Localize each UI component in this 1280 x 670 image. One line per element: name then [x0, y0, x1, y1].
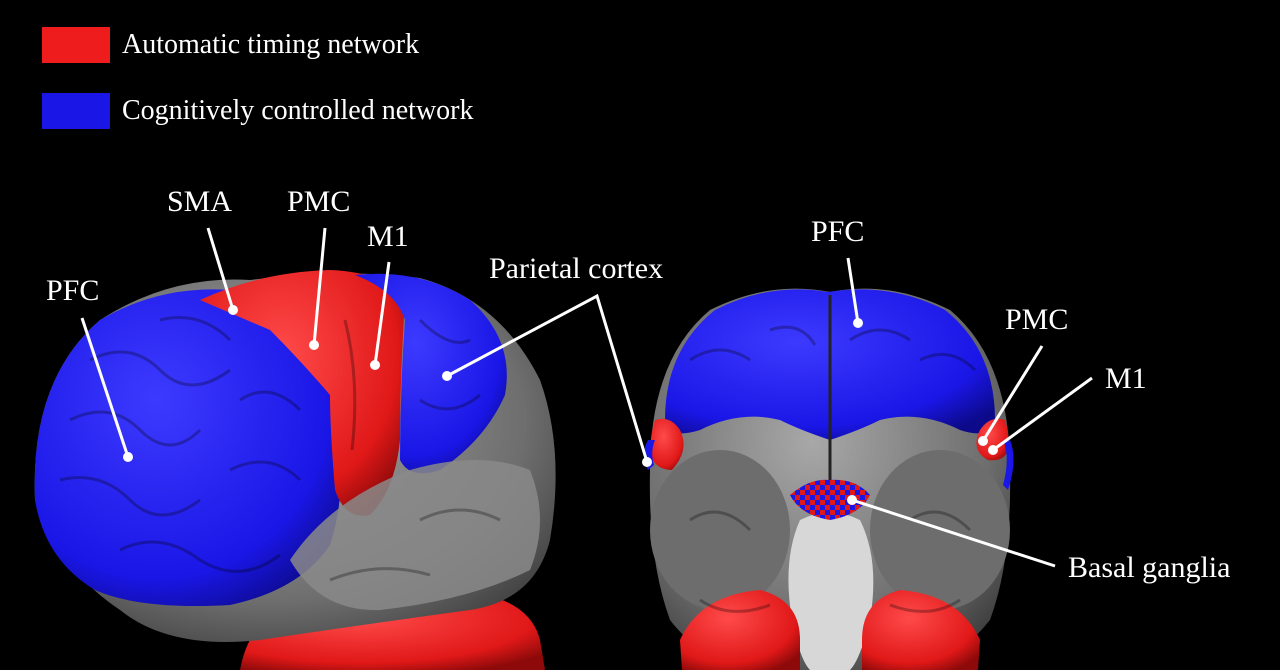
ventral-cerebellum-left [680, 590, 800, 670]
leader-parietal-cortex [446, 293, 649, 463]
label-lateral-pmc: PMC [287, 185, 351, 218]
ventral-motor-left [650, 418, 684, 470]
leader-ventral-pmc [981, 345, 1044, 442]
label-ventral-pfc: PFC [811, 215, 865, 248]
lateral-motor-strip [200, 270, 405, 516]
legend-label-controlled: Cognitively controlled network [122, 95, 474, 126]
leader-lateral-sma [206, 227, 235, 311]
lateral-pfc-region [34, 289, 342, 606]
label-parietal-cortex: Parietal cortex [489, 252, 664, 285]
legend-label-automatic: Automatic timing network [122, 29, 420, 60]
leader-lateral-pfc [80, 317, 130, 458]
ventral-gyri-texture [689, 325, 977, 613]
legend-swatch-automatic [42, 27, 110, 63]
leader-lateral-m1 [373, 261, 391, 366]
ventral-brain [644, 288, 1014, 670]
ventral-cerebellum-right [862, 590, 980, 670]
lateral-gyri-texture [59, 316, 501, 582]
label-ventral-m1: M1 [1105, 362, 1147, 395]
leader-basal-ganglia [851, 498, 1056, 568]
leader-ventral-m1 [992, 376, 1093, 452]
label-lateral-m1: M1 [367, 220, 409, 253]
ventral-temporal-left [650, 450, 790, 610]
leader-ventral-pfc [846, 257, 860, 324]
leader-dots [123, 305, 998, 505]
ventral-brainstem [788, 512, 874, 670]
label-lateral-sma: SMA [167, 185, 233, 218]
lateral-temporal-lobe [290, 460, 540, 611]
legend-swatch-controlled [42, 93, 110, 129]
leader-lateral-pmc [312, 227, 327, 346]
lateral-parietal-region [355, 273, 507, 474]
label-lateral-pfc: PFC [46, 274, 100, 307]
label-basal-ganglia: Basal ganglia [1068, 551, 1231, 584]
label-ventral-pmc: PMC [1005, 303, 1069, 336]
lateral-brain [34, 270, 556, 670]
leader-lines [80, 227, 1093, 568]
ventral-motor-right [976, 418, 1009, 461]
ventral-basal-ganglia-region [790, 479, 870, 520]
